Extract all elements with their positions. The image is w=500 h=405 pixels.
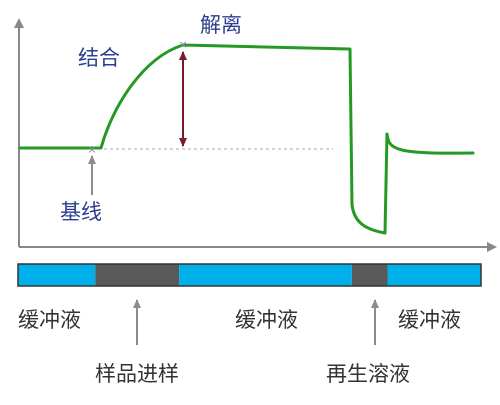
sample-injection-label: 样品进样 xyxy=(95,362,179,386)
phase-segment-regeneration-4 xyxy=(351,264,388,286)
baseline-label: 基线 xyxy=(60,200,102,224)
dissociation-label: 解离 xyxy=(200,13,242,37)
phase-segment-buffer-5 xyxy=(387,264,481,286)
binding-label: 结合 xyxy=(78,46,120,70)
phase-segment-buffer-1 xyxy=(18,264,96,286)
phase-segment-sample-2 xyxy=(95,264,180,286)
phase-bar xyxy=(17,263,482,287)
buffer-label-3: 缓冲液 xyxy=(398,308,461,332)
phase-bar-border xyxy=(17,263,482,287)
buffer-label-2: 缓冲液 xyxy=(235,308,298,332)
phase-segment-buffer-3 xyxy=(179,264,352,286)
dissociation-marker-icon: × xyxy=(178,38,187,51)
baseline-marker-icon: × xyxy=(87,143,96,156)
buffer-label-1: 缓冲液 xyxy=(18,308,81,332)
signal-curve xyxy=(18,43,475,235)
regeneration-label: 再生溶液 xyxy=(326,362,410,386)
